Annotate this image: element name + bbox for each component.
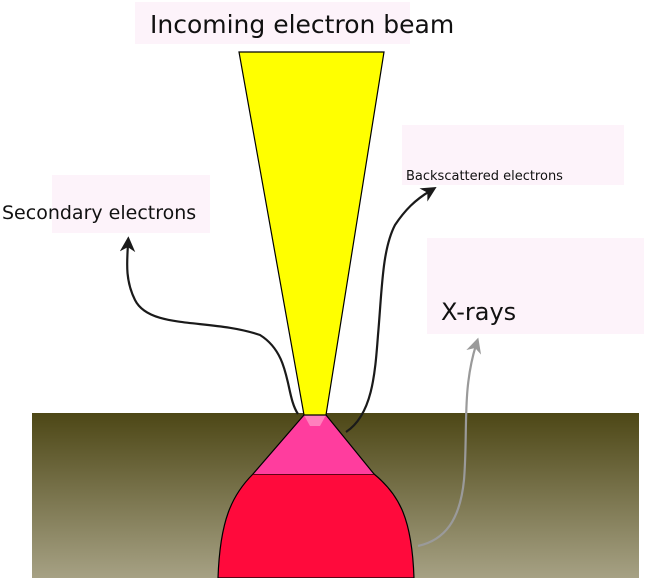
secondary-label-background — [52, 175, 210, 233]
interaction-volume-cone-edges — [252, 414, 375, 475]
incoming-beam-cone — [238, 51, 385, 416]
xray-label-background — [427, 238, 644, 334]
secondary-electrons-label: Secondary electrons — [2, 202, 196, 224]
backscattered-label-background — [402, 125, 624, 185]
interaction-volume-cone — [253, 415, 374, 474]
xray-arrow — [417, 337, 482, 548]
backscattered-electrons-label: Backscattered electrons — [406, 169, 563, 184]
interaction-volume-tip — [304, 415, 326, 426]
xrays-label: X-rays — [441, 298, 516, 326]
backscattered-electrons-arrow — [345, 187, 437, 433]
beam-label-background — [135, 2, 410, 44]
incoming-beam-label: Incoming electron beam — [150, 10, 454, 39]
interaction-volume-bulb — [217, 473, 415, 578]
secondary-electrons-arrow — [119, 236, 299, 415]
